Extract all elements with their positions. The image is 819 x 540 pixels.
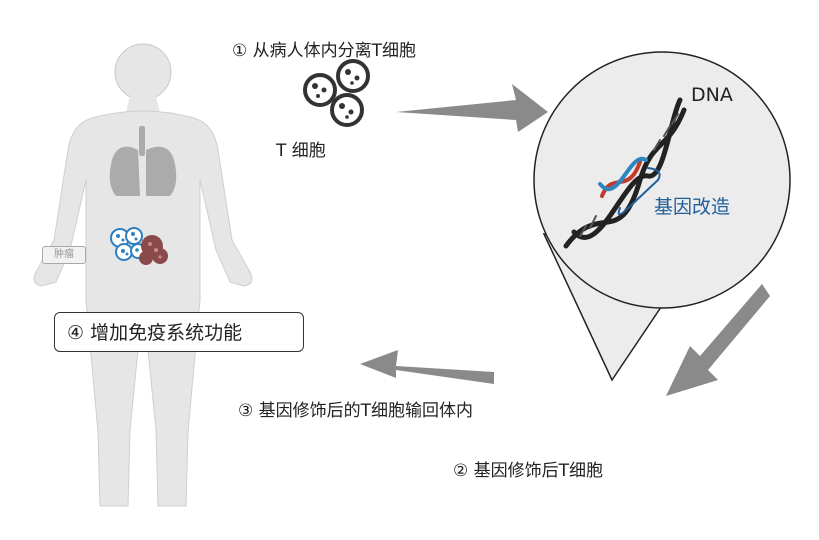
human-body-silhouette bbox=[33, 43, 253, 507]
t-cell-cluster-icon bbox=[303, 59, 370, 127]
arrow-step1 bbox=[396, 84, 548, 132]
step2-label: ② 基因修饰后T细胞 bbox=[453, 461, 604, 481]
lungs-icon bbox=[109, 126, 177, 196]
dna-label: DNA bbox=[691, 84, 733, 106]
magnifier-circle bbox=[533, 51, 791, 382]
tumor-label: 肿瘤 bbox=[42, 246, 86, 264]
step4-box: ④ 增加免疫系统功能 bbox=[54, 312, 304, 352]
step3-label: ③ 基因修饰后的T细胞输回体内 bbox=[238, 401, 474, 421]
step1-label: ① 从病人体内分离T细胞 bbox=[232, 41, 417, 61]
body-cell-cluster bbox=[110, 227, 168, 265]
arrow-step2 bbox=[666, 284, 770, 396]
t-cell-label: T 细胞 bbox=[276, 141, 326, 161]
gene-edit-label: 基因改造 bbox=[654, 196, 731, 218]
dna-helix-icon bbox=[563, 97, 687, 249]
arrow-step3 bbox=[360, 350, 494, 384]
